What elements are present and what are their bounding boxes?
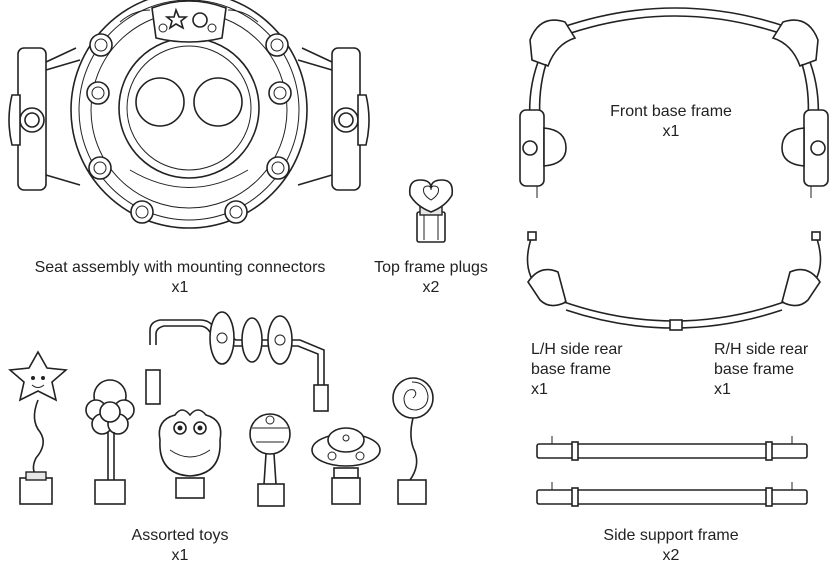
rh-frame-line1: R/H side rear bbox=[714, 341, 809, 358]
side-frame-name: Side support frame bbox=[603, 527, 739, 544]
rh-frame-qty: x1 bbox=[714, 381, 731, 398]
seat-name: Seat assembly with mounting connectors bbox=[34, 259, 326, 276]
side-support-frame-illustration bbox=[536, 436, 808, 507]
lh-frame-line1: L/H side rear bbox=[531, 341, 623, 358]
toys-name: Assorted toys bbox=[131, 527, 229, 544]
front-frame-name: Front base frame bbox=[610, 103, 732, 120]
seat-assembly-illustration bbox=[8, 0, 370, 229]
side-frame-label: Side support frame x2 bbox=[603, 526, 738, 566]
rear-base-frame-illustration bbox=[526, 231, 822, 331]
lh-frame-qty: x1 bbox=[531, 381, 548, 398]
plugs-name: Top frame plugs bbox=[374, 259, 488, 276]
plugs-qty: x2 bbox=[422, 279, 440, 296]
rh-frame-line2: base frame bbox=[714, 361, 795, 378]
toys-qty: x1 bbox=[171, 547, 189, 564]
assorted-toys-illustration bbox=[8, 350, 434, 507]
front-frame-qty: x1 bbox=[662, 123, 680, 140]
seat-label: Seat assembly with mounting connectors x… bbox=[35, 258, 326, 298]
toys-label: Assorted toys x1 bbox=[132, 526, 229, 566]
side-frame-qty: x2 bbox=[662, 547, 680, 564]
lh-frame-label: L/H side rear base frame x1 bbox=[531, 340, 623, 400]
front-frame-label: Front base frame x1 bbox=[610, 102, 732, 142]
lh-frame-line2: base frame bbox=[531, 361, 612, 378]
front-base-frame-illustration bbox=[519, 7, 829, 198]
seat-qty: x1 bbox=[171, 279, 189, 296]
plugs-label: Top frame plugs x2 bbox=[374, 258, 488, 298]
toy-bar-illustration bbox=[145, 311, 329, 412]
rh-frame-label: R/H side rear base frame x1 bbox=[714, 340, 808, 400]
top-frame-plug-illustration bbox=[408, 179, 454, 243]
